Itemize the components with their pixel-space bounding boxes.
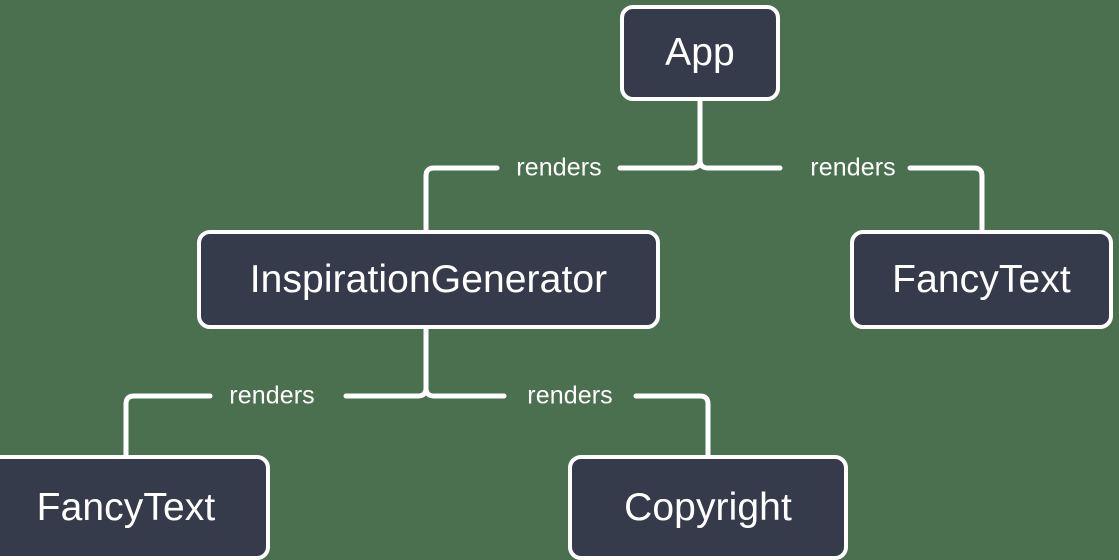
wire-inspiration-stem-right: [423, 326, 437, 399]
wire-app-stem-right: [697, 98, 711, 171]
wire-inspiration-to-copyright-right: [633, 393, 711, 458]
node-inspiration-generator[interactable]: InspirationGenerator: [197, 230, 660, 329]
node-copyright[interactable]: Copyright: [568, 455, 848, 560]
node-app-label: App: [665, 31, 735, 74]
node-fancy-text-bottom-label: FancyText: [36, 485, 216, 529]
node-fancy-text-right[interactable]: FancyText: [850, 230, 1113, 329]
node-inspiration-generator-label: InspirationGenerator: [249, 257, 608, 301]
wire-app-to-inspiration-left: [423, 165, 500, 233]
wire-inspiration-stem: [415, 326, 429, 399]
edge-label-inspiration-to-copyright: renders: [527, 381, 613, 410]
edge-label-app-to-fancytext: renders: [810, 153, 896, 182]
wire-app-stem: [689, 98, 703, 171]
wire-inspiration-to-fancytext-left: [123, 393, 213, 458]
node-copyright-label: Copyright: [624, 485, 792, 529]
node-app[interactable]: App: [620, 5, 780, 101]
wire-app-to-fancytext-right: [907, 165, 985, 233]
node-fancy-text-right-label: FancyText: [892, 257, 1071, 301]
edge-label-app-to-inspiration: renders: [516, 153, 602, 182]
edge-label-inspiration-to-fancytext: renders: [229, 381, 315, 410]
node-fancy-text-bottom[interactable]: FancyText: [0, 455, 270, 560]
